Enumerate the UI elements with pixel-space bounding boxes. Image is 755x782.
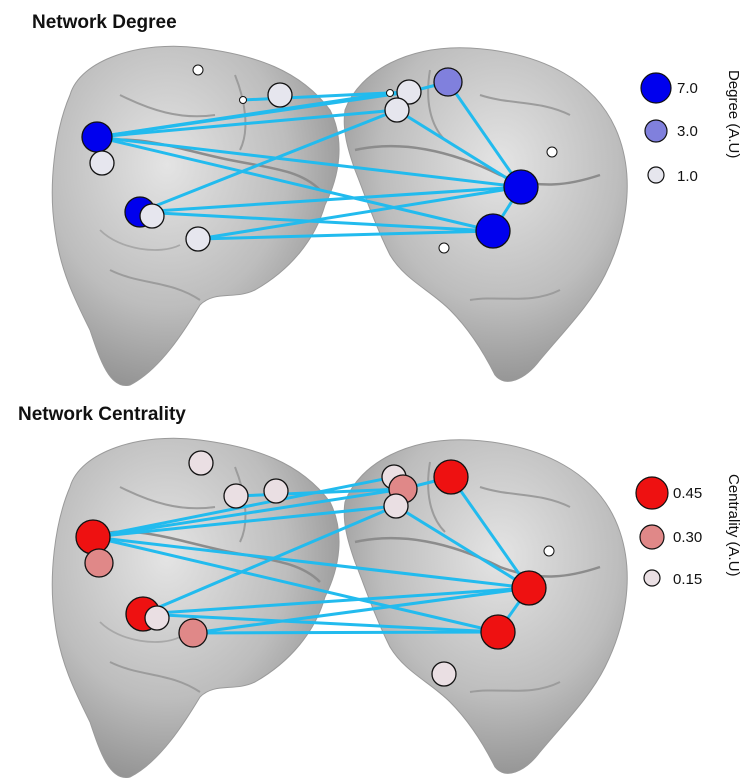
network-edge [192,586,530,635]
legend-label: 0.30 [673,529,702,546]
network-edge [96,135,522,189]
panel-title: Network Centrality [18,404,186,425]
network-edge [235,487,404,498]
network-edge [449,476,531,589]
network-edge [446,81,523,188]
legend-marker-mid [644,119,668,143]
legend-label: 0.15 [673,571,702,588]
network-node [386,89,394,97]
network-edge [92,504,397,539]
network-node [139,203,165,229]
legend-label: 1.0 [677,168,698,185]
edge-group [96,80,523,241]
legend-marker-high [640,72,672,104]
legend-marker-mid [639,524,665,550]
network-edge [92,487,404,539]
network-node [178,618,208,648]
legend-marker-high [635,476,669,510]
network-edge [92,535,499,634]
right-sulcus [479,94,571,116]
network-node [263,478,289,504]
legend-marker-low [643,569,661,587]
network-node [433,459,469,495]
network-edge [396,108,522,189]
network-node [84,548,114,578]
network-node [223,483,249,509]
network-edge [142,612,499,634]
network-node [89,150,115,176]
left-hemisphere-outline [51,437,340,778]
network-node [433,67,463,97]
left-sulcus [99,229,181,251]
network-node [188,450,214,476]
network-edge [197,185,522,241]
network-edge [96,108,398,139]
right-hemisphere-outline [343,47,628,382]
network-node [480,614,516,650]
legend-label: 0.45 [673,485,702,502]
network-centrality-panel: Network Centrality 0.45 0.30 0.15 Cent [0,392,755,782]
network-edge [142,586,530,616]
right-sulcus [469,289,561,301]
legend: 7.0 3.0 1.0 Degree (A.U) [640,70,742,185]
right-hemisphere-image [343,47,628,382]
right-sulcus [354,536,601,578]
left-hemisphere-image [51,437,340,778]
left-sulcus [109,661,201,693]
network-node [239,96,247,104]
legend-marker-low [647,166,665,184]
legend-label: 7.0 [677,80,698,97]
network-node [144,605,170,631]
network-edge [139,108,398,214]
network-edge [142,504,397,616]
network-node [396,79,422,105]
network-node [431,661,457,687]
right-sulcus [479,486,571,508]
network-centrality-figure: 0.45 0.30 0.15 Centrality (A.U) [51,437,742,778]
legend-title: Degree (A.U) [725,70,742,158]
left-sulcus [119,94,216,118]
right-sulcus [469,681,561,693]
network-node [384,97,410,123]
legend-title: Centrality (A.U) [725,474,742,577]
legend-label: 3.0 [677,123,698,140]
network-node [81,121,113,153]
network-node [546,146,558,158]
network-degree-panel: Network Degree [32,12,742,386]
left-sulcus [99,621,181,643]
network-degree-figure: 7.0 3.0 1.0 Degree (A.U) [51,45,742,386]
left-sulcus [109,269,201,301]
network-edge [92,535,530,590]
network-edge [139,185,522,214]
network-node [267,82,293,108]
right-sulcus [427,69,446,141]
network-node [185,226,211,252]
network-edge [395,504,530,590]
network-node [475,213,511,249]
legend: 0.45 0.30 0.15 Centrality (A.U) [635,474,742,588]
network-node [503,169,539,205]
right-hemisphere-outline [343,439,628,774]
network-edge [96,90,410,139]
network-node [192,64,204,76]
right-sulcus [427,461,446,533]
node-group [75,450,555,687]
network-edge [92,475,395,539]
network-edge [139,210,494,233]
network-node [383,493,409,519]
network-edge [96,135,494,233]
panel-title: Network Degree [32,12,177,33]
network-edge [197,229,494,241]
node-group [81,64,558,254]
right-hemisphere-image [343,439,628,774]
network-node [511,570,547,606]
network-node [438,242,450,254]
network-edge [192,630,499,635]
network-node [543,545,555,557]
left-sulcus [119,486,216,510]
network-node [75,519,111,555]
